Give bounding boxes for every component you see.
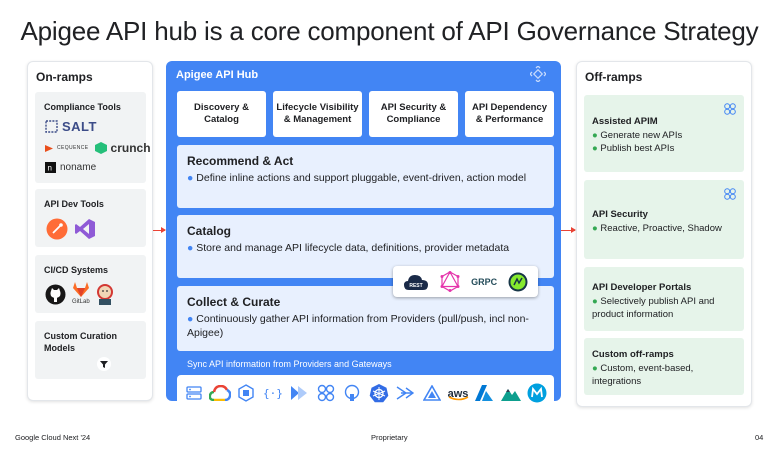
- offramp-item: ● Reactive, Proactive, Shadow: [592, 223, 722, 234]
- offramp-title: Assisted APIM: [592, 116, 658, 127]
- offramp-api-security: API Security ● Reactive, Proactive, Shad…: [584, 180, 744, 259]
- mulesoft-icon: [526, 382, 549, 405]
- slide-title: Apigee API hub is a core component of AP…: [20, 16, 759, 46]
- offramp-developer-portals: API Developer Portals ● Selectively publ…: [584, 267, 744, 331]
- offramp-item: ● Generate new APIs: [592, 130, 683, 141]
- google-cloud-icon: [208, 382, 231, 405]
- bullet-icon: ●: [592, 296, 598, 307]
- azure-devops-icon: [420, 382, 443, 405]
- section-description: ● Define inline actions and support plug…: [187, 172, 527, 184]
- noname-icon: n: [45, 162, 56, 173]
- offramp-title: API Security: [592, 209, 648, 220]
- visual-studio-icon: [75, 219, 95, 239]
- traffic-icon: [394, 382, 417, 405]
- on-ramps-title: On-ramps: [36, 70, 93, 84]
- offramp-title: API Developer Portals: [592, 282, 692, 293]
- kubernetes-icon: [367, 382, 390, 405]
- on-ramps-arrow: [153, 227, 166, 233]
- server-icon: [182, 382, 205, 405]
- connector-icon: [724, 188, 736, 200]
- spec-formats-badge: REST GRPC: [393, 266, 538, 297]
- github-icon: [45, 284, 66, 305]
- custom-curation-title: Custom Curation Models: [44, 331, 117, 353]
- sequence-logo: CEQUENCE crunch: [45, 141, 151, 155]
- offramp-item: ● Custom, event-based, integrations: [592, 363, 694, 387]
- apigee-icon: [530, 66, 546, 82]
- capability-security: API Security & Compliance: [369, 91, 458, 137]
- capability-lifecycle: Lifecycle Visibility & Management: [273, 91, 362, 137]
- section-description: ● Continuously gather API information fr…: [187, 313, 529, 339]
- graphql-icon: [440, 271, 460, 292]
- custom-curation-card: Custom Curation Models: [35, 321, 146, 379]
- aws-label: aws: [447, 388, 469, 400]
- offramp-custom: Custom off-ramps ● Custom, event-based, …: [584, 338, 744, 395]
- rest-cloud-icon: REST: [403, 274, 428, 290]
- section-title: Catalog: [187, 224, 232, 238]
- endpoints-icon: {·}: [261, 382, 284, 405]
- capability-dependency: API Dependency & Performance: [465, 91, 554, 137]
- svg-text:n: n: [48, 164, 52, 173]
- swagger-icon: [508, 272, 528, 291]
- api-gateway-icon: [235, 382, 258, 405]
- mulesoft-mountain-icon: [499, 382, 522, 405]
- providers-gateways-bar: {·} aws: [177, 375, 554, 411]
- off-ramps-arrow: [561, 227, 576, 233]
- on-ramps-panel: On-ramps Compliance Tools SALT CEQUENCE …: [27, 61, 153, 401]
- svg-text:{·}: {·}: [263, 387, 283, 400]
- footer-event: Google Cloud Next '24: [15, 433, 91, 442]
- bullet-icon: ●: [187, 313, 194, 325]
- sequence-icon: [45, 144, 53, 152]
- section-title: Collect & Curate: [187, 295, 281, 309]
- section-title: Recommend & Act: [187, 154, 294, 168]
- aws-icon: aws: [447, 382, 470, 405]
- bullet-icon: ●: [592, 223, 598, 234]
- gitlab-label: GitLab: [72, 299, 90, 305]
- gateway-icon: [341, 382, 364, 405]
- filter-icon: [97, 357, 111, 371]
- bullet-icon: ●: [592, 363, 598, 374]
- connector-icon: [724, 103, 736, 115]
- bullet-icon: ●: [187, 172, 194, 184]
- cicd-systems-card: CI/CD Systems GitLab: [35, 255, 146, 313]
- crunch-icon: [94, 142, 107, 154]
- api-dev-tools-card: API Dev Tools: [35, 189, 146, 247]
- bullet-icon: ●: [592, 143, 598, 154]
- noname-logo: n noname: [45, 162, 96, 173]
- svg-text:REST: REST: [409, 283, 422, 289]
- offramp-title: Custom off-ramps: [592, 349, 674, 360]
- sync-caption: Sync API information from Providers and …: [187, 359, 392, 369]
- grpc-label: GRPC: [471, 276, 498, 287]
- section-recommend-act: Recommend & Act ● Define inline actions …: [177, 145, 554, 208]
- api-dev-tools-title: API Dev Tools: [44, 199, 104, 209]
- api-hub-title: Apigee API Hub: [176, 69, 259, 81]
- section-description: ● Store and manage API lifecycle data, d…: [187, 242, 510, 254]
- apigee-hub-icon: [314, 382, 337, 405]
- off-ramps-title: Off-ramps: [585, 70, 643, 84]
- compliance-tools-title: Compliance Tools: [44, 102, 121, 112]
- compliance-tools-card: Compliance Tools SALT CEQUENCE crunch n …: [35, 92, 151, 183]
- offramp-item: ● Publish best APIs: [592, 143, 675, 154]
- bullet-icon: ●: [592, 130, 598, 141]
- footer-page-number: 04: [755, 433, 764, 442]
- salt-icon: [45, 120, 58, 133]
- cloud-run-icon: [288, 382, 311, 405]
- footer-proprietary: Proprietary: [371, 433, 408, 442]
- gitlab-icon: [73, 282, 89, 297]
- offramp-assisted-apim: Assisted APIM ● Generate new APIs ● Publ…: [584, 95, 744, 172]
- salt-logo: SALT: [45, 119, 97, 134]
- postman-icon: [46, 218, 68, 240]
- capability-discovery: Discovery & Catalog: [177, 91, 266, 137]
- jenkins-icon: [97, 284, 113, 305]
- bullet-icon: ●: [187, 242, 194, 254]
- cicd-systems-title: CI/CD Systems: [44, 265, 109, 275]
- azure-icon: [473, 382, 496, 405]
- offramp-item: ● Selectively publish API and product in…: [592, 296, 715, 320]
